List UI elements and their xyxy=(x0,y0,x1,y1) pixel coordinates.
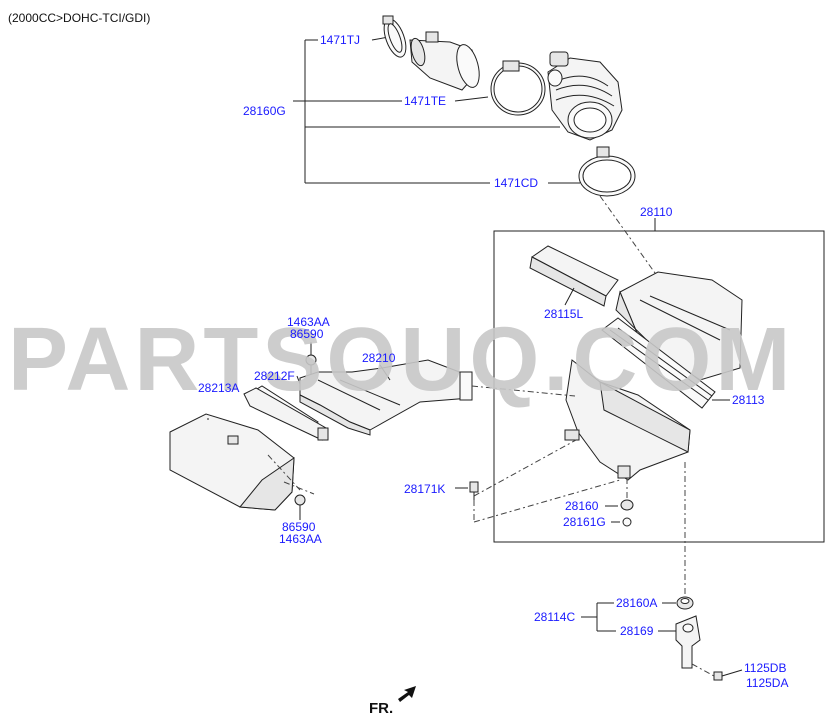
shroud-28213A[interactable] xyxy=(169,413,295,511)
label-86590-bottom[interactable]: 86590 xyxy=(282,520,316,534)
front-label: FR. xyxy=(369,700,393,717)
label-28210[interactable]: 28210 xyxy=(362,351,396,365)
label-86590-top[interactable]: 86590 xyxy=(290,327,324,341)
grommet-28160[interactable] xyxy=(605,499,634,511)
label-1463AA-bottom[interactable]: 1463AA xyxy=(279,532,322,546)
label-1463AA-top[interactable]: 1463AA xyxy=(287,315,330,329)
air-cleaner-lower-body[interactable] xyxy=(564,359,691,481)
screw-1463AA-top[interactable] xyxy=(305,342,317,374)
hose-clamp-1471CD[interactable] xyxy=(578,146,636,197)
bolt-1125DB[interactable] xyxy=(713,669,743,681)
label-28160[interactable]: 28160 xyxy=(565,499,599,513)
grommet-28160A[interactable] xyxy=(676,596,694,610)
label-28169[interactable]: 28169 xyxy=(620,624,654,638)
screw-1463AA-bottom[interactable] xyxy=(294,494,306,520)
collar-28161G[interactable] xyxy=(611,517,632,527)
engine-spec-header: (2000CC>DOHC-TCI/GDI) xyxy=(8,11,150,25)
intake-duct-28210[interactable] xyxy=(299,359,473,436)
air-filter-element-28113[interactable] xyxy=(601,317,716,409)
air-cleaner-assembly-box xyxy=(493,218,825,543)
air-intake-hose[interactable] xyxy=(547,51,623,141)
air-duct-cover-28115L[interactable] xyxy=(529,245,619,307)
label-28114C[interactable]: 28114C xyxy=(534,610,575,624)
label-28213A[interactable]: 28213A xyxy=(198,381,239,395)
label-28160G[interactable]: 28160G xyxy=(243,104,286,118)
label-28110[interactable]: 28110 xyxy=(640,205,673,219)
label-28171K[interactable]: 28171K xyxy=(404,482,445,496)
label-28161G[interactable]: 28161G xyxy=(563,515,606,529)
label-1125DB[interactable]: 1125DB xyxy=(744,661,786,675)
label-1471TE[interactable]: 1471TE xyxy=(404,94,446,108)
hose-clamp-1471TE[interactable] xyxy=(490,60,546,116)
bolt-28171K[interactable] xyxy=(455,481,479,500)
bracket-group-lines xyxy=(581,602,676,632)
arrow-icon xyxy=(398,686,416,702)
label-28115L[interactable]: 28115L xyxy=(544,307,583,321)
label-1471CD[interactable]: 1471CD xyxy=(494,176,538,190)
label-28212F[interactable]: 28212F xyxy=(254,369,295,383)
label-1125DA[interactable]: 1125DA xyxy=(746,676,788,690)
label-28160A[interactable]: 28160A xyxy=(616,596,657,610)
bracket-28169[interactable] xyxy=(675,615,701,669)
label-28113[interactable]: 28113 xyxy=(732,393,765,407)
hose-group-bracket xyxy=(293,34,580,184)
watermark: PARTSOUQ.COM xyxy=(8,310,794,410)
hose-clamp-1471TJ[interactable] xyxy=(380,15,411,60)
air-guide-28213A[interactable] xyxy=(243,387,329,441)
front-direction-indicator: FR. xyxy=(369,686,416,717)
label-1471TJ[interactable]: 1471TJ xyxy=(320,33,360,47)
intake-adapter-hose[interactable] xyxy=(409,31,484,91)
